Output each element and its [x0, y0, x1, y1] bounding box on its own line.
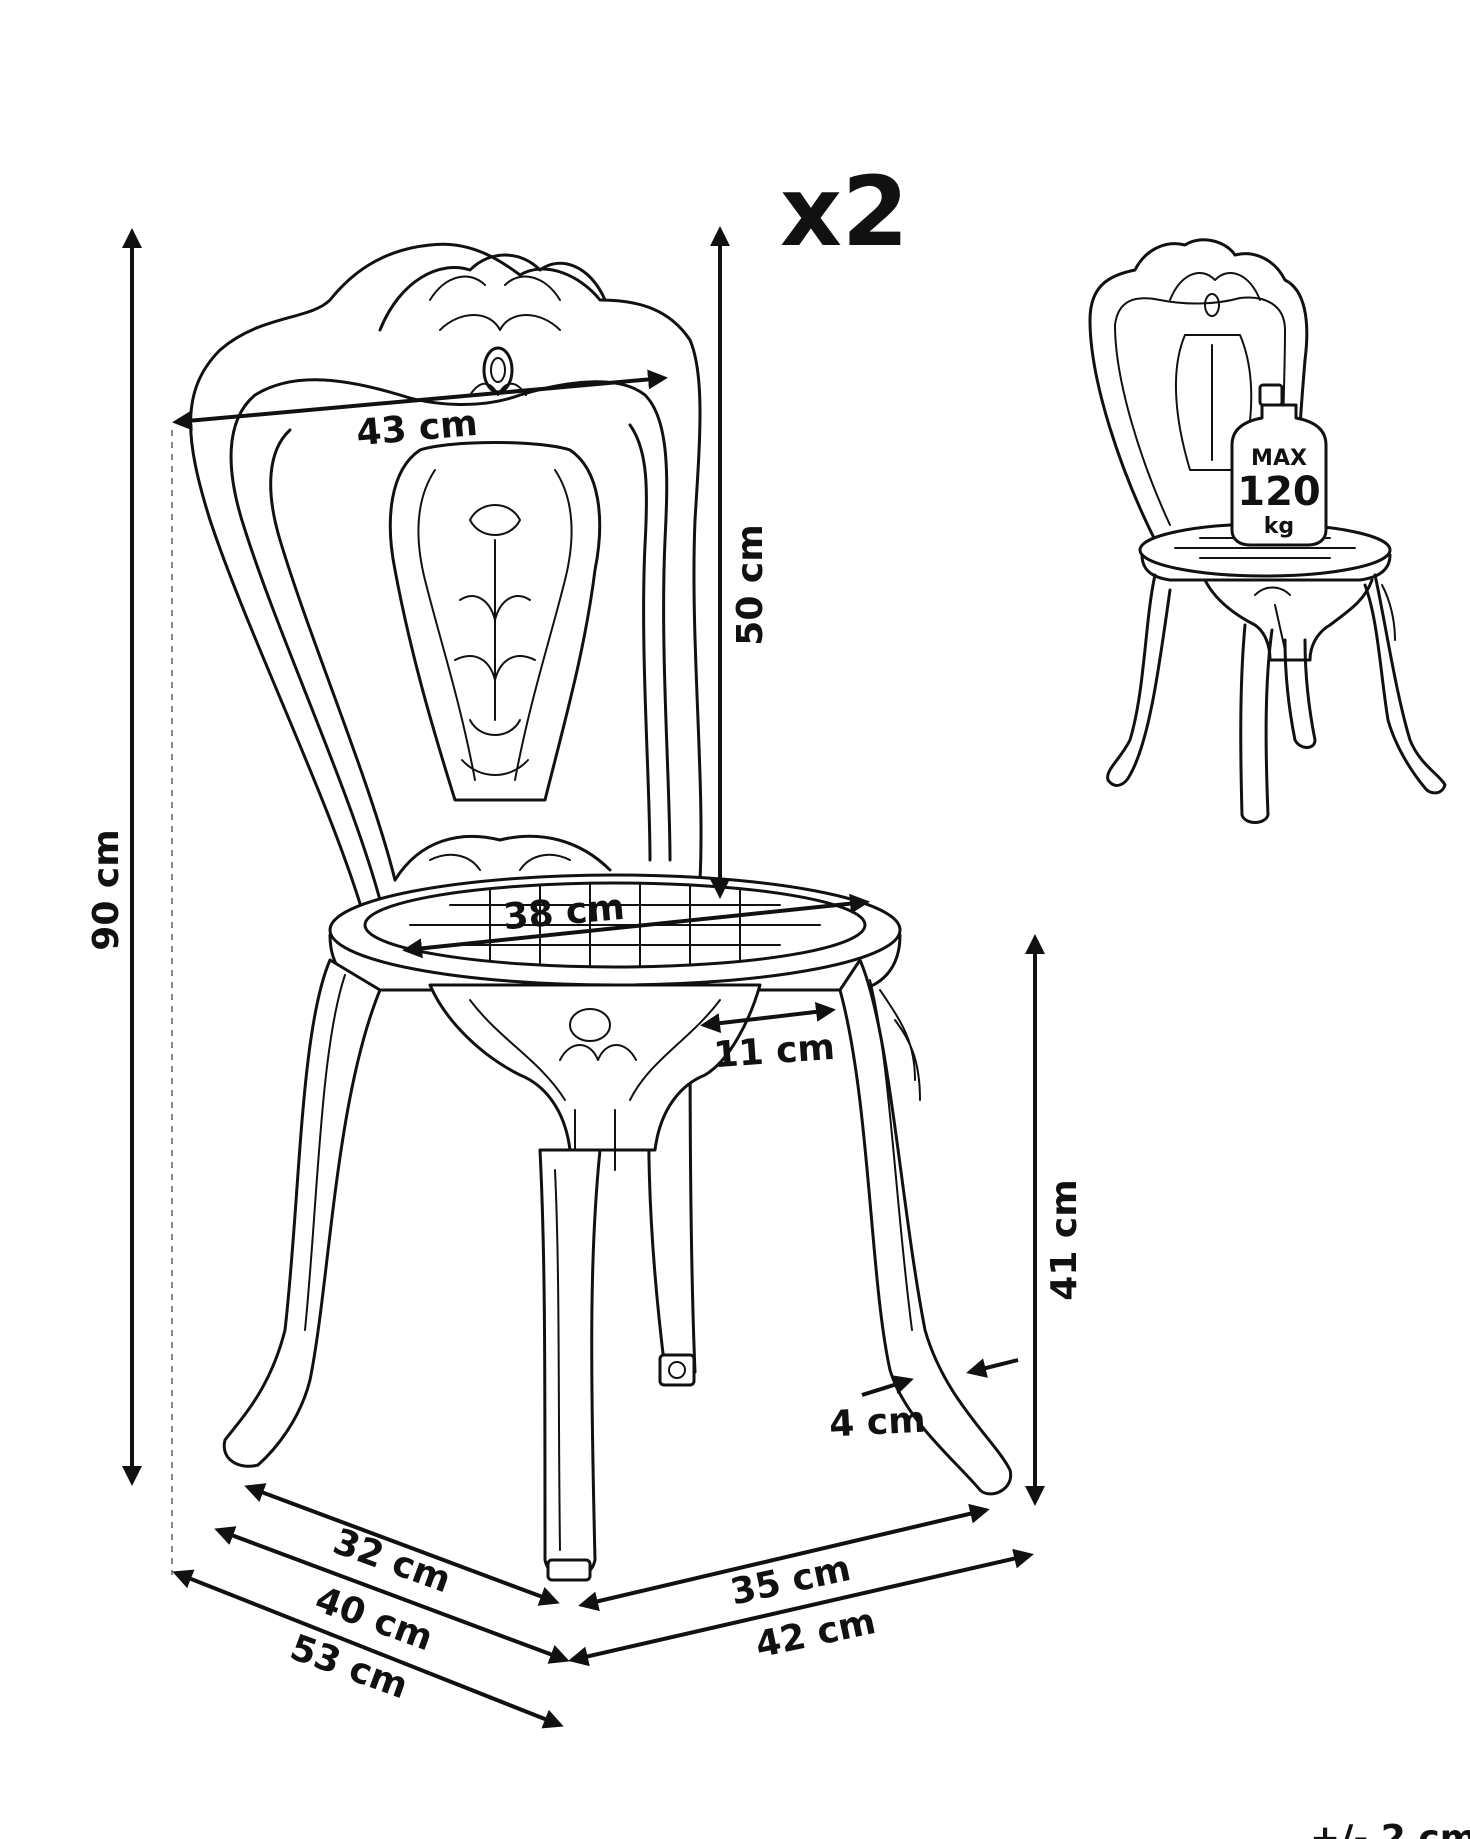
tolerance-note: +/- 2 cm	[1310, 1818, 1470, 1839]
seat-width-arrow	[402, 893, 870, 959]
leg-thickness-arrow-right	[966, 1358, 1019, 1378]
total-height-label: 90 cm	[86, 829, 127, 950]
leg-gap-label: 11 cm	[712, 1027, 836, 1076]
leg-thickness-label: 4 cm	[828, 1400, 926, 1446]
seat-height-label: 41 cm	[1044, 1179, 1085, 1300]
weight-badge-value: 120	[1237, 469, 1321, 515]
depth-outer-arrow	[172, 1569, 564, 1729]
weight-capacity-badge: MAX 120 kg	[1230, 383, 1328, 547]
leg-gap-arrow	[700, 1001, 836, 1034]
quantity-multiplier: x2	[780, 156, 909, 268]
weight-badge-unit: kg	[1264, 514, 1294, 539]
weight-badge-max: MAX	[1251, 446, 1307, 471]
width-outer-label: 42 cm	[752, 1601, 879, 1666]
backrest-width-arrow	[172, 369, 668, 431]
width-outer-arrow	[568, 1548, 1034, 1667]
leg-thickness-arrow-left	[861, 1375, 914, 1397]
backrest-height-label: 50 cm	[730, 524, 771, 645]
small-chair-illustration	[1088, 238, 1447, 824]
